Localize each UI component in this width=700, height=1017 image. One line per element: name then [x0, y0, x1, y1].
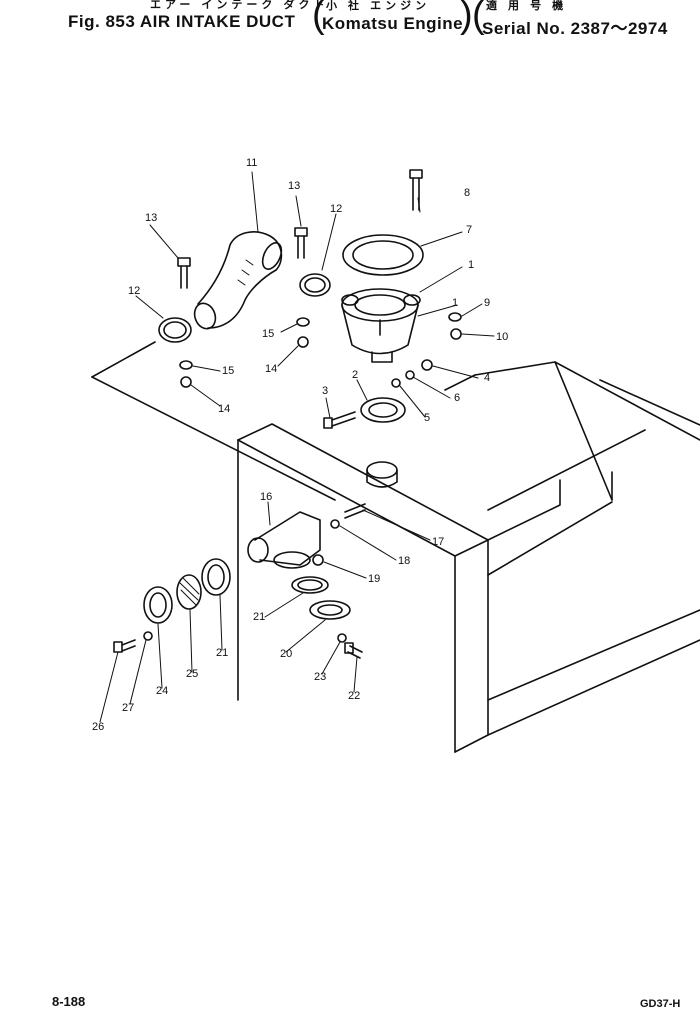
- callout-13: 13: [288, 180, 300, 192]
- callout-18: 18: [398, 555, 410, 567]
- callout-26: 26: [92, 721, 104, 733]
- serial-japanese: 適 用 号 機: [486, 0, 568, 12]
- callout-12: 12: [330, 203, 342, 215]
- callout-10: 10: [496, 331, 508, 343]
- callout-15: 15: [262, 328, 274, 340]
- drawing-code: GD37-H: [640, 998, 681, 1010]
- callout-25: 25: [186, 668, 198, 680]
- callout-22: 22: [348, 690, 360, 702]
- callout-8: 8: [464, 187, 470, 199]
- ring-2: [360, 397, 406, 423]
- engine-body-outline: [237, 361, 700, 753]
- reference-line: [91, 341, 156, 378]
- paren-open: (: [312, 0, 325, 36]
- bolt-8: [409, 169, 423, 211]
- reference-line-2: [91, 376, 336, 501]
- callout-21: 21: [253, 611, 265, 623]
- serial-label: Serial No. 2387～2974: [482, 19, 668, 38]
- callout-12: 12: [128, 285, 140, 297]
- callout-2: 2: [352, 369, 358, 381]
- callout-27: 27: [122, 702, 134, 714]
- page-number: 8-188: [52, 994, 86, 1009]
- callout-11: 11: [246, 157, 257, 169]
- callout-20: 20: [280, 648, 292, 660]
- callout-23: 23: [314, 671, 326, 683]
- clamp-12-right: [299, 273, 331, 297]
- bolt-13-left: [177, 257, 191, 289]
- gasket-21-left: [201, 558, 231, 596]
- callout-13: 13: [145, 212, 157, 224]
- figure-title: Fig. 853 AIR INTAKE DUCT: [68, 12, 296, 31]
- engine-japanese: 小 社 エンジン: [326, 0, 431, 12]
- gasket-24: [143, 586, 173, 624]
- title-japanese: エアー インテーク ダクト: [150, 0, 329, 11]
- callout-6: 6: [454, 392, 460, 404]
- plate-20: [309, 600, 351, 620]
- bolt-13-right: [294, 227, 308, 259]
- engine-label: Komatsu Engine: [322, 14, 464, 33]
- bolt-3: [323, 411, 356, 429]
- callout-24: 24: [156, 685, 168, 697]
- callout-17: 17: [432, 536, 444, 548]
- callout-5: 5: [424, 412, 430, 424]
- tee-pipe-16: [247, 511, 321, 569]
- callout-1: 1: [452, 297, 458, 309]
- callout-1: 1: [468, 259, 474, 271]
- paren-close: ): [460, 0, 473, 36]
- housing-1: [341, 288, 421, 363]
- callout-4: 4: [484, 372, 490, 384]
- serial-block: ( 適 用 号 機 Serial No. 2387～2974: [472, 0, 700, 40]
- callout-labels: 1123456789101112121313141415151617181920…: [92, 157, 508, 733]
- callout-7: 7: [466, 224, 472, 236]
- callout-16: 16: [260, 491, 272, 503]
- callout-21: 21: [216, 647, 228, 659]
- screen-25: [176, 574, 202, 610]
- callout-14: 14: [265, 363, 277, 375]
- callout-19: 19: [368, 573, 380, 585]
- gasket-21-right: [291, 576, 329, 594]
- clamp-12-left: [158, 317, 192, 343]
- callout-3: 3: [322, 385, 328, 397]
- callout-15: 15: [222, 365, 234, 377]
- gasket-7: [342, 234, 424, 276]
- callout-9: 9: [484, 297, 490, 309]
- engine-block: ( 小 社 エンジン Komatsu Engine ): [312, 0, 473, 40]
- paren-open-2: (: [472, 0, 485, 36]
- hose-elbow-11: [193, 231, 283, 330]
- callout-14: 14: [218, 403, 230, 415]
